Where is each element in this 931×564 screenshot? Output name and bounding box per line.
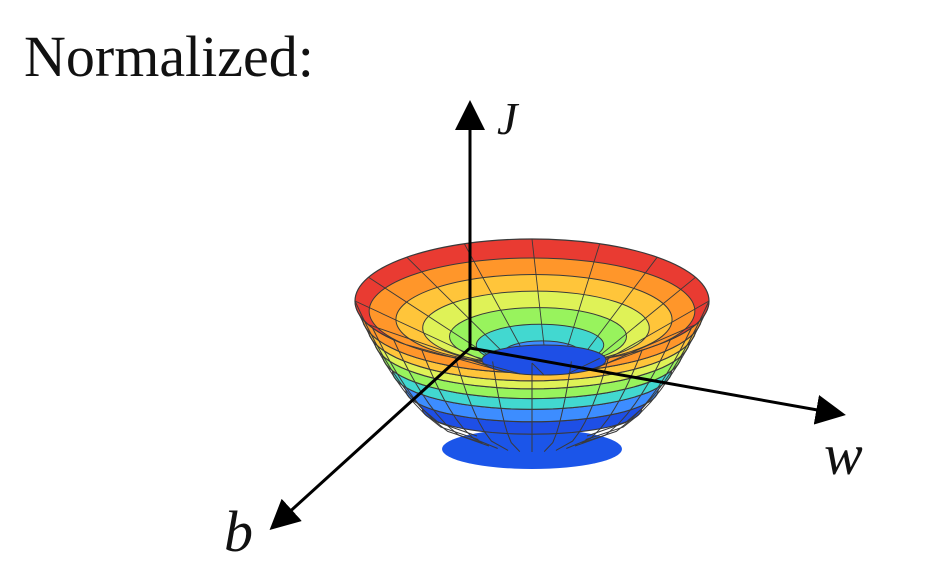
inner-meridian-5 [531,362,545,376]
inner-meridian-7 [406,344,501,372]
outer-meridian-9 [492,361,521,452]
inner-meridian-2 [601,324,696,367]
bowl-surface [354,238,710,469]
outer-meridian-5 [566,349,643,449]
inner-meridian-9 [354,300,483,361]
w-axis [469,346,846,425]
j-axis-label: J [497,93,520,144]
outer-meridian-13 [372,327,483,444]
outer-meridian-14 [358,314,479,441]
outer-meridian-2 [585,314,706,441]
outer-meridian-15 [354,300,478,437]
inner-meridian-8 [368,324,487,367]
inner-meridian-11 [406,256,501,350]
inner-meridian-15 [587,256,658,350]
inner-meridian-16 [601,276,696,355]
page-title: Normalized: [24,24,314,89]
b-axis-label: b [224,499,253,564]
w-axis-label: w [824,422,863,487]
inner-meridian-12 [463,243,521,347]
inner-meridian-10 [368,276,487,355]
outer-meridian-7 [543,361,572,452]
outer-meridian-3 [581,327,692,444]
outer-meridian-10 [454,356,509,451]
inner-meridian-1 [605,300,710,361]
inner-meridian-3 [587,344,658,372]
b-axis [269,346,472,531]
inner-meridian-4 [567,357,600,375]
inner-meridian-13 [531,238,545,346]
outer-meridian-4 [574,339,671,447]
inner-meridian-14 [567,243,601,347]
